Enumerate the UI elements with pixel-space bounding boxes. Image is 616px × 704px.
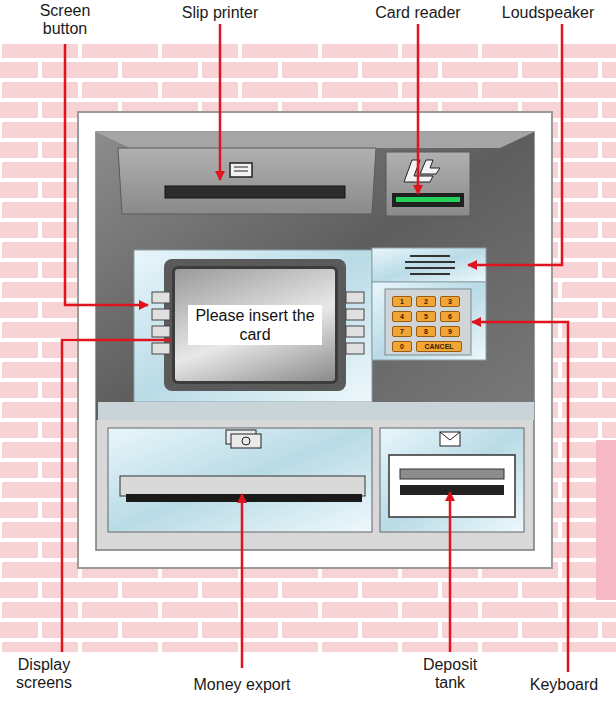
key-label: 6: [448, 313, 452, 320]
keypad-key: 4: [392, 311, 412, 322]
key-label: 2: [424, 298, 428, 305]
keypad-key: 5: [416, 311, 436, 322]
part-label: Card reader: [362, 4, 474, 22]
keypad-key: 3: [440, 296, 460, 307]
keypad-key: 6: [440, 311, 460, 322]
leader-lines: [62, 24, 568, 672]
screen-message: Please insert the card: [188, 305, 322, 345]
keypad-key: 8: [416, 326, 436, 337]
part-label: Deposit tank: [408, 656, 492, 693]
part-label: Screen button: [28, 2, 102, 39]
keypad-key: 1: [392, 296, 412, 307]
part-label: Loudspeaker: [484, 4, 612, 22]
keypad-key: 2: [416, 296, 436, 307]
key-label: 9: [448, 328, 452, 335]
part-label: Slip printer: [160, 4, 280, 22]
key-label: 3: [448, 298, 452, 305]
keypad-key: CANCEL: [416, 341, 462, 352]
key-label: 4: [400, 313, 404, 320]
key-label: 8: [424, 328, 428, 335]
key-label: 7: [400, 328, 404, 335]
keypad-key: 0: [392, 341, 412, 352]
key-label: 0: [400, 343, 404, 350]
part-label: Display screens: [2, 656, 86, 693]
key-label: 1: [400, 298, 404, 305]
keypad-key: 9: [440, 326, 460, 337]
keypad-key: 7: [392, 326, 412, 337]
part-label: Money export: [164, 676, 320, 694]
display-screen: Please insert the card: [172, 266, 338, 384]
key-label: 5: [424, 313, 428, 320]
key-label: CANCEL: [424, 343, 453, 350]
part-label: Keyboard: [514, 676, 614, 694]
